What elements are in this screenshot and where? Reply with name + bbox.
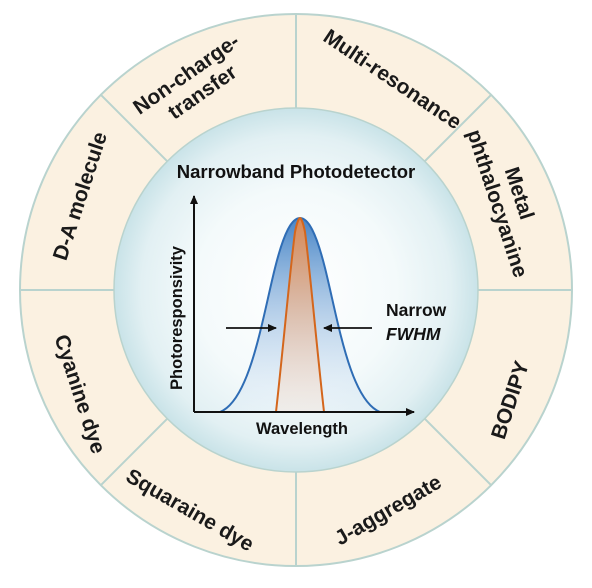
narrow-curve-fill bbox=[276, 218, 324, 412]
annotation-fwhm: FWHM bbox=[386, 324, 441, 344]
center-title: Narrowband Photodetector bbox=[177, 161, 415, 182]
y-axis-label: Photoresponsivity bbox=[168, 245, 186, 390]
ring-dividers bbox=[20, 14, 572, 566]
ring-divider bbox=[100, 417, 169, 486]
ring-divider bbox=[100, 94, 169, 163]
x-axis-label: Wavelength bbox=[256, 420, 348, 438]
ring-divider bbox=[423, 94, 492, 163]
spectrum-plot: Photoresponsivity Wavelength Narrow FWHM bbox=[168, 195, 447, 438]
annotation-narrow: Narrow bbox=[386, 300, 447, 320]
narrow-curve bbox=[275, 216, 325, 413]
ring-divider bbox=[423, 417, 492, 486]
